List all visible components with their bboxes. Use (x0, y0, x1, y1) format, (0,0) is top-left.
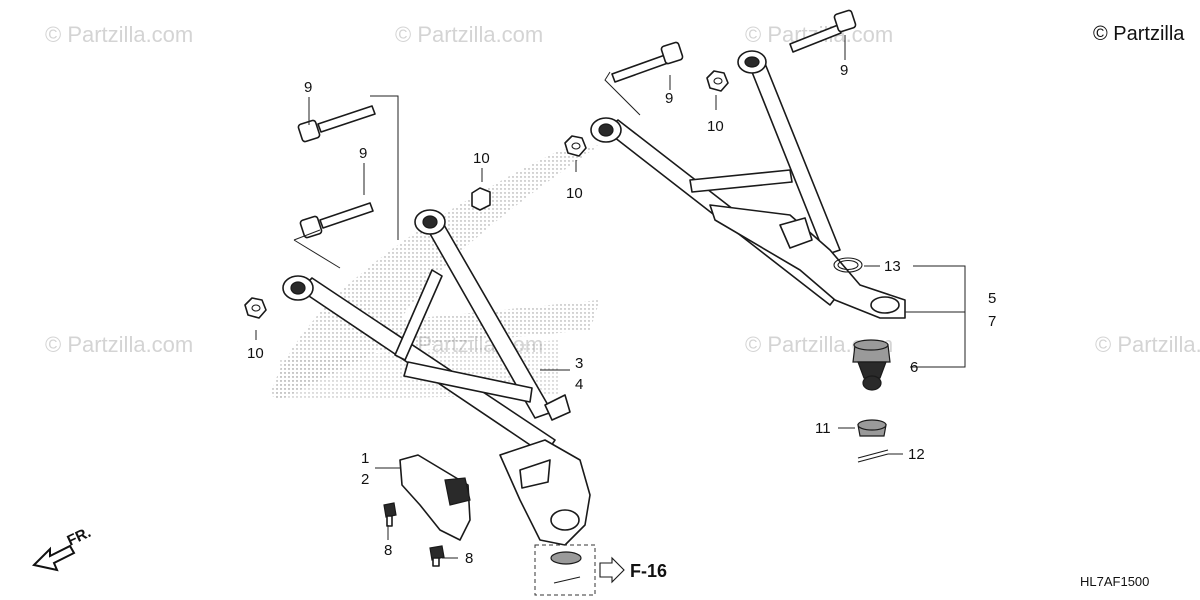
watermark-text: © Partzilla.com (1095, 332, 1200, 357)
callout-9: 9 (359, 145, 367, 162)
callout-13: 13 (884, 258, 901, 275)
watermark-text: © Partzilla.com (45, 332, 193, 357)
callout-1: 1 (361, 450, 369, 467)
callout-12: 12 (908, 446, 925, 463)
bolts (297, 9, 857, 239)
callouts: 9 9 9 9 10 10 10 10 3 4 1 2 8 8 13 5 7 6… (247, 62, 996, 567)
watermark-text: © Partzilla.com (395, 22, 543, 47)
front-label: FR. (65, 524, 94, 550)
watermark-text: © Partzilla.com (45, 22, 193, 47)
lower-arm (282, 209, 591, 546)
reference-inset (534, 544, 625, 596)
callout-6: 6 (910, 359, 918, 376)
diagram-code: HL7AF1500 (1080, 574, 1149, 589)
front-direction-arrow: FR. (31, 524, 94, 572)
ball-joint-parts (833, 257, 891, 463)
callout-5: 5 (988, 290, 996, 307)
reference-label: F-16 (630, 561, 667, 581)
callout-10: 10 (247, 345, 264, 362)
nuts (244, 70, 729, 319)
callout-3: 3 (575, 355, 583, 372)
callout-8: 8 (384, 542, 392, 559)
callout-4: 4 (575, 376, 583, 393)
callout-10: 10 (707, 118, 724, 135)
guard-parts (383, 454, 471, 567)
leader-lines (255, 35, 966, 559)
callout-2: 2 (361, 471, 369, 488)
callout-9: 9 (840, 62, 848, 79)
callout-7: 7 (988, 313, 996, 330)
callout-11: 11 (815, 420, 831, 437)
callout-9: 9 (665, 90, 673, 107)
arrow-icon (31, 544, 76, 572)
callout-8: 8 (465, 550, 473, 567)
copyright-text: © Partzilla (1093, 23, 1185, 45)
callout-9: 9 (304, 79, 312, 96)
callout-10: 10 (473, 150, 490, 167)
callout-10: 10 (566, 185, 583, 202)
upper-arm (590, 50, 906, 319)
